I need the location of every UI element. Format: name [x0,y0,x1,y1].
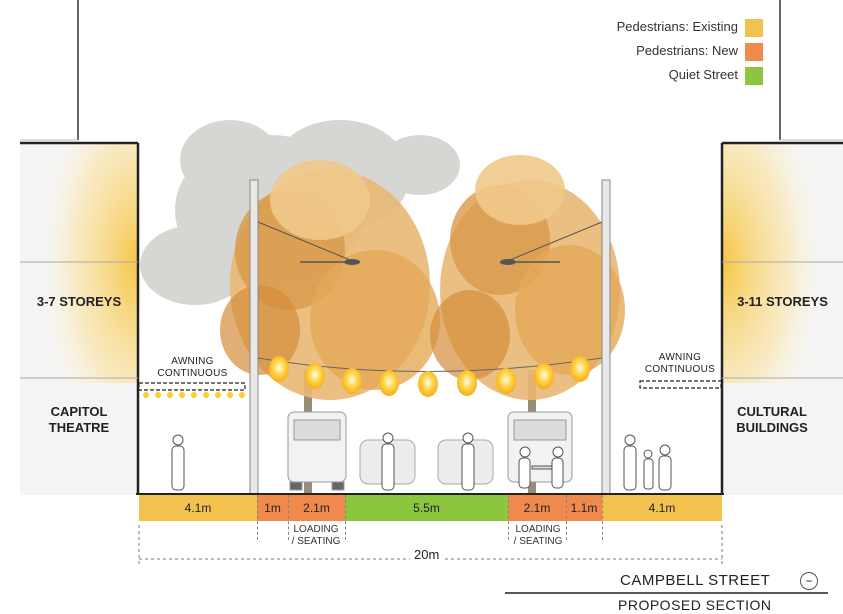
segment-width-label: 1.1m [570,501,598,515]
segment-loading-left: 2.1m [288,495,345,521]
pedestrian-figures [171,432,672,491]
right-building-height: 3-11 STOREYS [737,294,828,309]
segment-footpath-left: 4.1m [139,495,257,521]
segment-width-label: 2.1m [523,501,551,515]
van-left [287,411,347,491]
total-dimension [138,525,723,565]
total-width-label: 20m [410,547,444,562]
segment-width-label: 2.1m [303,501,330,515]
legend-label: Quiet Street [668,67,738,82]
awning-left-label: AWNING CONTINUOUS [157,356,228,379]
segment-divider [257,495,258,540]
loading-right-label: LOADING / SEATING [513,524,563,547]
left-building [20,141,140,495]
upper-building-left [20,0,79,141]
legend-swatch-new [745,43,763,61]
segment-width-label: 1m [264,501,281,515]
segment-divider [566,495,567,540]
legend-swatch-quiet-street [745,67,763,85]
awning-right [639,380,722,389]
right-building-name: CULTURAL BUILDINGS [736,404,808,436]
lantern-string [257,356,603,397]
segment-width-label: 4.1m [648,501,676,515]
legend-label: Pedestrians: Existing [616,19,738,34]
segment-footpath-right: 4.1m [602,495,722,521]
tree-left [220,160,440,495]
segment-divider [602,495,603,540]
awning-left [138,382,246,398]
segment-new-footpath-left: 1m [257,495,288,521]
legend-label: Pedestrians: New [636,43,738,58]
segment-quiet-street: 5.5m [345,495,508,521]
legend-swatch-existing [745,19,763,37]
section-title: PROPOSED SECTION [618,597,772,613]
legend-item-quiet-street: Quiet Street [669,67,738,82]
right-building [720,141,843,495]
segment-loading-right: 2.1m [508,495,566,521]
loading-left-label: LOADING / SEATING [291,524,341,547]
legend-item-new: Pedestrians: New [636,43,738,58]
segment-width-label: 4.1m [184,501,212,515]
left-building-height: 3-7 STOREYS [36,294,122,309]
segment-divider [345,495,346,540]
segment-divider [288,495,289,540]
awning-right-label: AWNING CONTINUOUS [644,352,716,375]
segment-new-footpath-right: 1.1m [566,495,602,521]
left-building-name: CAPITOL THEATRE [48,404,110,436]
north-arrow-icon: − [800,572,818,590]
upper-building-right [779,0,843,141]
legend-item-existing: Pedestrians: Existing [617,19,738,34]
segment-width-label: 5.5m [413,501,440,515]
street-name: CAMPBELL STREET [620,572,771,589]
segment-divider [508,495,509,540]
